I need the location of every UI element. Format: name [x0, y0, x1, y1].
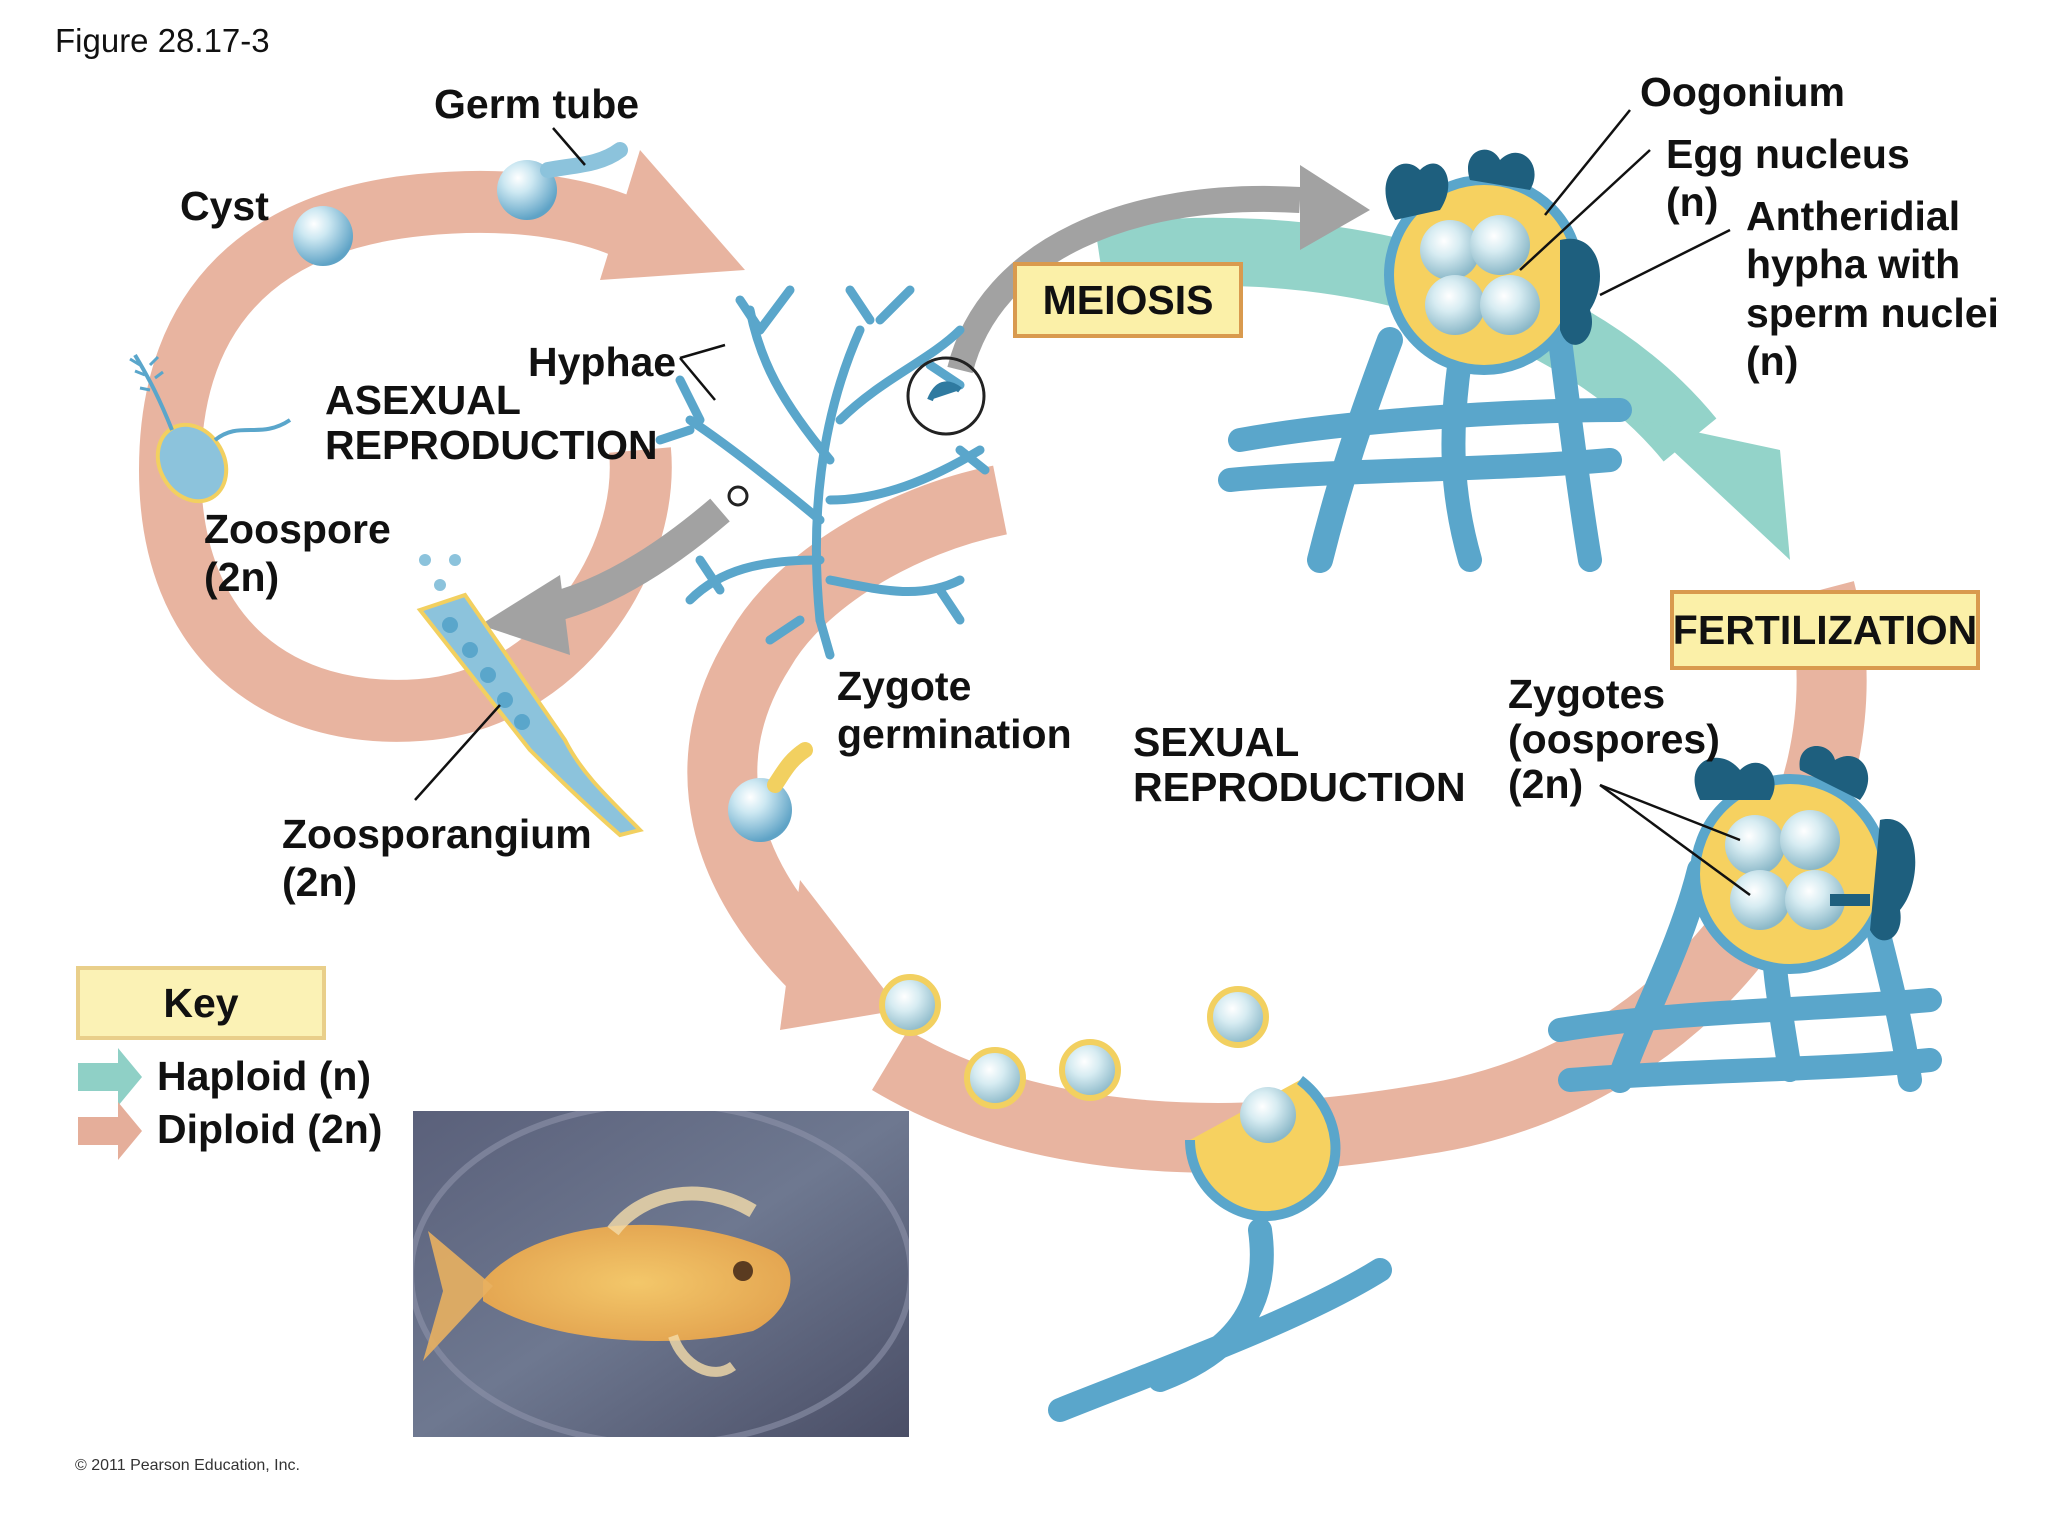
leader-lines — [414, 109, 1751, 897]
haploid-arrowhead — [1640, 420, 1790, 560]
key-diploid-arrow — [78, 1102, 142, 1160]
zoospore-cell — [129, 353, 292, 504]
egg-nucleus-label: Egg nucleus (n) — [1666, 131, 1910, 226]
antheridial-hypha-label: Antheridial hypha with sperm nuclei (n) — [1746, 193, 1999, 385]
figure-number: Figure 28.17-3 — [55, 22, 270, 59]
zygote-germination-label: Zygote germination — [837, 663, 1072, 758]
diploid-sexual-loop — [687, 465, 1867, 1173]
gray-arrowhead-oogonium — [1300, 165, 1370, 250]
diploid-asexual-loop — [138, 170, 672, 742]
hyphae-magnify-circle — [906, 356, 986, 436]
key-title: Key — [76, 966, 326, 1040]
copyright-notice: © 2011 Pearson Education, Inc. — [75, 1457, 300, 1474]
key-haploid-arrow — [78, 1048, 142, 1106]
hyphae-magnify-sprout — [927, 381, 962, 402]
meiosis-box: MEIOSIS — [1013, 262, 1243, 338]
cyst-label: Cyst — [180, 183, 269, 229]
asexual-reproduction-label: ASEXUAL REPRODUCTION — [325, 377, 658, 469]
diploid-arrowhead-top — [600, 150, 745, 280]
zoospore-label: Zoospore (2n) — [204, 506, 391, 601]
zygote-germination-cell — [728, 742, 813, 842]
key-diploid-label: Diploid (2n) — [157, 1106, 383, 1152]
zoosporangium-label: Zoosporangium (2n) — [282, 811, 592, 906]
key-haploid-label: Haploid (n) — [157, 1053, 372, 1099]
gray-arrow-to-oogonium — [947, 186, 1301, 374]
sexual-reproduction-label: SEXUAL REPRODUCTION — [1133, 719, 1466, 811]
germ-tube-label: Germ tube — [434, 81, 640, 127]
cyst-cell — [293, 206, 353, 266]
oogonium-top — [1218, 149, 1632, 573]
hyphae-magnify-dot — [727, 485, 749, 507]
zygotes-label: Zygotes (oospores) (2n) — [1508, 671, 1720, 808]
oospore-release — [879, 974, 1392, 1422]
hyphae-label: Hyphae — [528, 339, 677, 385]
gray-arrowhead-zoosporangium — [480, 575, 570, 655]
zoosporangium-structure — [416, 554, 644, 838]
fertilization-box: FERTILIZATION — [1670, 590, 1980, 670]
oogonium-zygotes — [1548, 746, 1942, 1093]
infected-fish-photo — [413, 1111, 909, 1437]
germ-tube-sprout — [540, 142, 628, 178]
diploid-arrowhead-left — [780, 880, 900, 1030]
oogonium-label: Oogonium — [1640, 69, 1845, 115]
hyphae-mycelium — [655, 285, 990, 660]
